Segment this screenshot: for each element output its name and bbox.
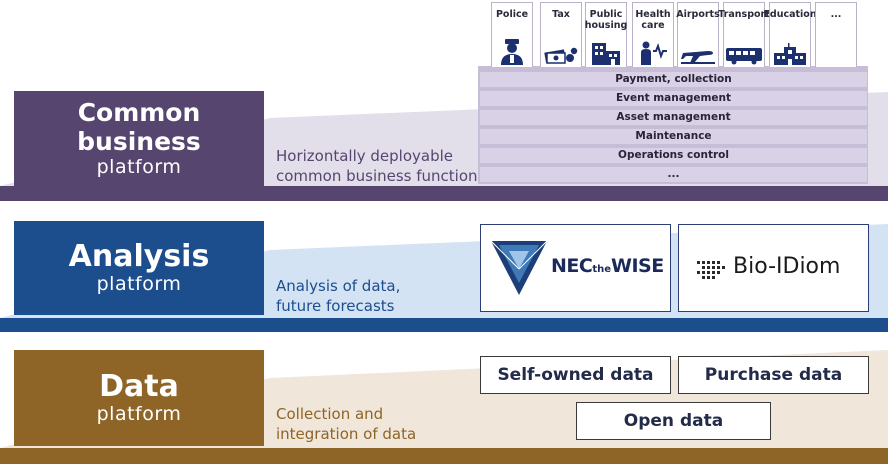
common-business-description: Horizontally deployable common business … [276, 147, 486, 185]
function-bar-more: ... [480, 167, 867, 182]
service-tile-airports: Airports [676, 2, 720, 67]
data-label: Data platform [14, 350, 264, 446]
nec-the-wise-logo-box: NECtheWISE [480, 224, 671, 312]
common-business-title: Common business [77, 98, 201, 157]
service-tile-tax: Tax [540, 2, 582, 67]
bio-idiom-logo-box: Bio-IDiom [678, 224, 869, 312]
function-bar-asset: Asset management [480, 110, 867, 125]
self-owned-data-box: Self-owned data [480, 356, 671, 394]
airplane-icon [681, 51, 715, 64]
health-icon [641, 41, 667, 65]
service-tile-health-care: Health care [632, 2, 674, 67]
common-business-subtitle: platform [96, 155, 182, 178]
service-tile-public-housing: Public housing [585, 2, 627, 67]
analysis-subtitle: platform [96, 273, 182, 296]
police-icon [501, 39, 523, 65]
money-icon [544, 47, 578, 64]
service-tile-education: Education [763, 2, 817, 67]
purchase-data-box: Purchase data [678, 356, 869, 394]
function-bar-maintenance: Maintenance [480, 129, 867, 144]
bio-idiom-logo-icon [697, 261, 725, 279]
analysis-label: Analysis platform [14, 221, 264, 315]
analysis-description: Analysis of data, future forecasts [276, 277, 401, 315]
building-icon [592, 43, 620, 65]
function-bar-payment: Payment, collection [480, 72, 867, 87]
service-tile-more: ... [815, 2, 857, 67]
data-description: Collection and integration of data [276, 405, 417, 443]
common-business-label: Common business platform [14, 91, 264, 187]
open-data-box: Open data [576, 402, 771, 440]
school-icon [774, 43, 806, 65]
analysis-title: Analysis [68, 238, 210, 274]
function-bar-event: Event management [480, 91, 867, 106]
data-title: Data [99, 368, 179, 404]
bus-icon [726, 48, 762, 65]
bio-idiom-wordmark: Bio-IDiom [733, 254, 841, 279]
nec-the-wise-wordmark: NECtheWISE [551, 255, 664, 277]
data-subtitle: platform [96, 403, 182, 426]
function-bar-operations: Operations control [480, 148, 867, 163]
service-tile-police: Police [491, 2, 533, 67]
service-tile-transport: Transport [718, 2, 770, 67]
nec-the-wise-logo-icon [491, 240, 547, 295]
